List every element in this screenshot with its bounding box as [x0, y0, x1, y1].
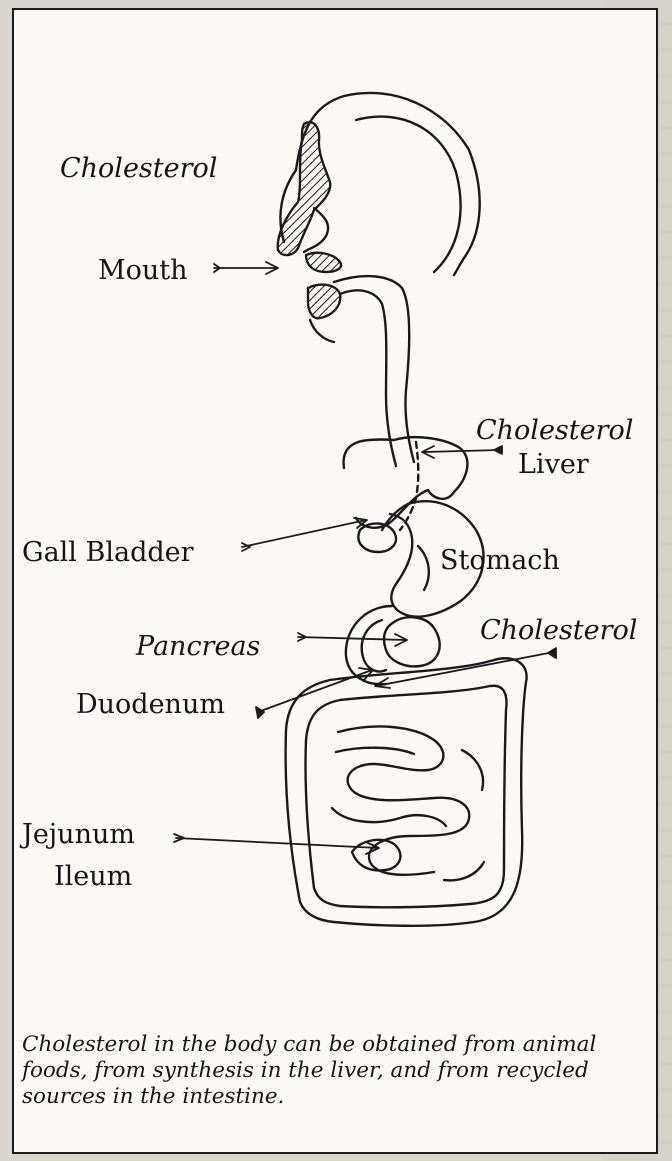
liver-dashed-division — [400, 442, 418, 530]
gall-bladder-label: Gall Bladder — [22, 538, 194, 568]
cholesterol-liver-arrow — [422, 446, 502, 458]
pancreas-arrow — [298, 633, 407, 646]
duodenum-arrow — [256, 668, 373, 718]
cholesterol-intestine-arrow — [375, 648, 556, 688]
chin-line — [310, 320, 334, 342]
jejunum-label: Jejunum — [22, 820, 135, 850]
jejunum-ileum-arrow — [174, 834, 379, 854]
small-intestine-coil-6 — [444, 862, 484, 880]
stomach-label: Stomach — [440, 546, 560, 576]
stomach-inner — [418, 546, 429, 590]
lower-lip — [308, 285, 340, 319]
duodenum-inner — [362, 620, 386, 672]
mouth-arrow — [214, 262, 278, 274]
upper-lip — [306, 253, 341, 272]
small-intestine-coil-2 — [336, 748, 414, 754]
small-intestine-coil-5 — [462, 750, 483, 790]
gall-bladder-arrow — [242, 518, 367, 551]
figure-caption: Cholesterol in the body can be obtained … — [22, 1032, 650, 1110]
ileum-label: Ileum — [54, 862, 132, 892]
figure-panel: Cholesterol Mouth Cholesterol Liver Gall… — [12, 8, 658, 1154]
mouth-label: Mouth — [98, 256, 188, 286]
cholesterol-label-liver: Cholesterol — [476, 416, 633, 446]
cholesterol-label-dietary: Cholesterol — [60, 154, 217, 184]
liver-label: Liver — [518, 450, 589, 480]
pancreas — [384, 617, 440, 666]
head-inner-line — [356, 117, 461, 272]
large-intestine-outer — [286, 658, 527, 926]
pancreas-label: Pancreas — [136, 632, 260, 662]
esophagus-left — [334, 276, 414, 462]
duodenum-label: Duodenum — [76, 690, 225, 720]
cholesterol-label-intestine: Cholesterol — [480, 616, 637, 646]
small-intestine-coil-3 — [332, 808, 446, 826]
